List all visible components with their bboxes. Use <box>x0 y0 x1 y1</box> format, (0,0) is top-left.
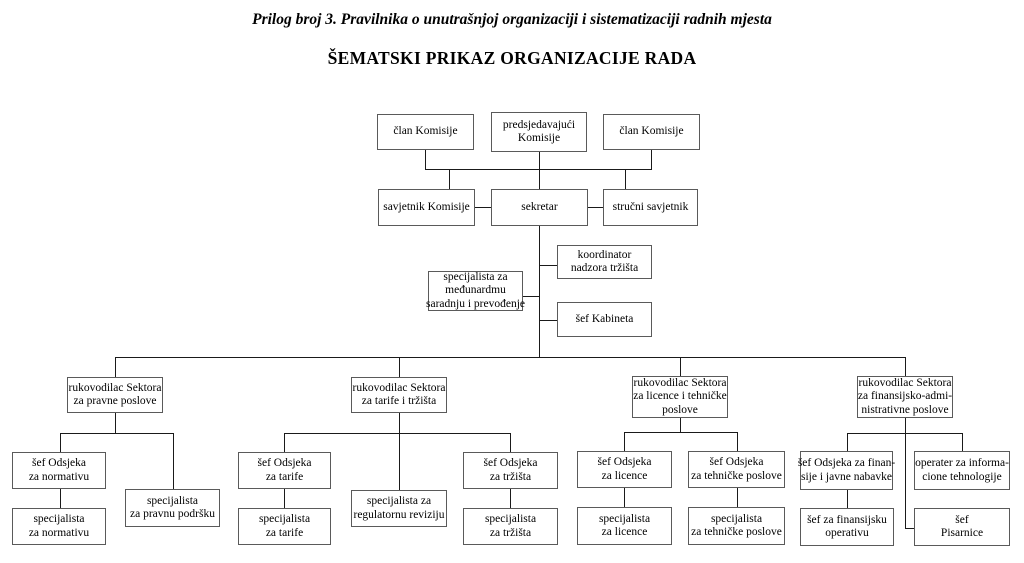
org-box-specijalista-tehnicki: specijalista za tehničke poslove <box>688 507 785 545</box>
org-box-sef-odsjeka-tehnicki: šef Odsjeka za tehničke poslove <box>688 451 785 488</box>
connector-line <box>624 432 737 433</box>
org-box-sef-kabineta: šef Kabineta <box>557 302 652 337</box>
connector-line <box>588 207 603 208</box>
connector-line <box>115 357 116 377</box>
org-box-specijalista-licence: specijalista za licence <box>577 507 672 545</box>
org-box-specijalista-regulatorna-revizija: specijalista za regulatornu reviziju <box>351 490 447 527</box>
connector-line <box>680 418 681 432</box>
connector-line <box>284 489 285 508</box>
connector-line <box>399 357 400 377</box>
org-box-strucni-savjetnik: stručni savjetnik <box>603 189 698 226</box>
connector-line <box>680 357 681 376</box>
org-box-sef-odsjeka-finansije: šef Odsjeka za finan- sije i javne nabav… <box>798 451 895 490</box>
org-box-specijalista-trzista: specijalista za tržišta <box>463 508 558 545</box>
connector-line <box>624 488 625 507</box>
org-box-specijalista-normativa: specijalista za normativu <box>12 508 106 545</box>
connector-line <box>962 433 963 451</box>
connector-line <box>284 433 510 434</box>
connector-line <box>539 152 540 189</box>
connector-line <box>399 413 400 490</box>
org-box-sef-odsjeka-normativa: šef Odsjeka za normativu <box>12 452 106 489</box>
connector-line <box>905 357 906 376</box>
org-box-sef-odsjeka-trzista: šef Odsjeka za tržišta <box>463 452 558 489</box>
document-subtitle: Prilog broj 3. Pravilnika o unutrašnjoj … <box>252 11 772 28</box>
connector-line <box>284 433 285 452</box>
connector-line <box>425 169 652 170</box>
connector-line <box>651 150 652 169</box>
connector-line <box>475 207 491 208</box>
org-box-sef-pisarnice: šef Pisarnice <box>914 508 1010 546</box>
connector-line <box>539 226 540 357</box>
org-box-sef-finansijska-operativa: šef za finansijsku operativu <box>800 508 894 546</box>
connector-line <box>425 150 426 169</box>
org-box-sef-odsjeka-licence: šef Odsjeka za licence <box>577 451 672 488</box>
connector-line <box>60 433 173 434</box>
connector-line <box>510 433 511 452</box>
connector-line <box>523 296 539 297</box>
org-box-operater-it: operater za informa- cione tehnologije <box>914 451 1010 490</box>
connector-line <box>737 432 738 451</box>
org-box-sektor-pravni-poslovi: rukovodilac Sektora za pravne poslove <box>67 377 163 413</box>
connector-line <box>60 433 61 452</box>
connector-line <box>540 320 557 321</box>
connector-line <box>540 265 557 266</box>
connector-line <box>115 413 116 433</box>
org-box-koordinator-nadzora: koordinator nadzora tržišta <box>557 245 652 279</box>
connector-line <box>510 489 511 508</box>
connector-line <box>847 490 848 508</box>
connector-line <box>173 433 174 489</box>
org-box-predsjedavajuci-komisije: predsjedavajući Komisije <box>491 112 587 152</box>
org-box-sektor-tarife-trzista: rukovodilac Sektora za tarife i tržišta <box>351 377 447 413</box>
connector-line <box>115 357 905 358</box>
org-box-specijalista-tarife: specijalista za tarife <box>238 508 331 545</box>
org-box-clan-komisije-1: član Komisije <box>377 114 474 150</box>
connector-line <box>449 169 450 189</box>
connector-line <box>905 418 906 528</box>
org-box-sekretar: sekretar <box>491 189 588 226</box>
org-box-clan-komisije-2: član Komisije <box>603 114 700 150</box>
org-box-savjetnik-komisije: savjetnik Komisije <box>378 189 475 226</box>
connector-line <box>60 489 61 508</box>
connector-line <box>847 433 962 434</box>
connector-line <box>624 432 625 451</box>
org-box-sef-odsjeka-tarife: šef Odsjeka za tarife <box>238 452 331 489</box>
connector-line <box>625 169 626 189</box>
org-box-specijalista-medjunarodna: specijalista za međunardmu saradnju i pr… <box>426 271 525 311</box>
connector-line <box>847 433 848 451</box>
connector-line <box>905 528 914 529</box>
connector-line <box>737 488 738 507</box>
document-title: ŠEMATSKI PRIKAZ ORGANIZACIJE RADA <box>327 48 697 68</box>
org-box-sektor-finansijsko-administrativni: rukovodilac Sektora za finansijsko-admi-… <box>857 376 953 418</box>
org-box-specijalista-pravna-podrska: specijalista za pravnu podršku <box>125 489 220 527</box>
org-box-sektor-licence-tehnicki: rukovodilac Sektora za licence i tehničk… <box>632 376 728 418</box>
